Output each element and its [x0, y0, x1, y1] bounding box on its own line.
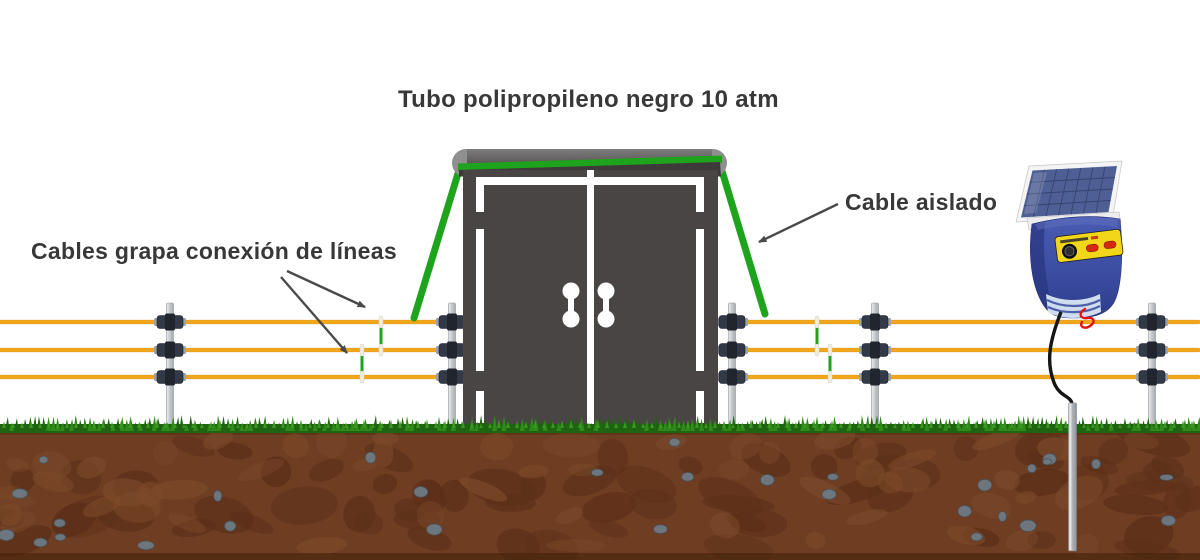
tube-green-cable: [458, 155, 722, 171]
stone: [1019, 519, 1037, 532]
insulator-clamp: [447, 368, 457, 386]
jumper-sleeve: [814, 315, 820, 329]
stone: [0, 529, 15, 541]
earth-cable: [1047, 311, 1074, 405]
solar-panel-grid: [1023, 166, 1115, 217]
indicator-button: [1085, 243, 1099, 253]
insulator-clamp: [165, 368, 175, 386]
stone: [957, 505, 972, 518]
jumper-sleeve: [378, 343, 384, 357]
stone: [1160, 515, 1176, 527]
fence-posts: [154, 302, 1168, 431]
insulator-clamp: [447, 341, 457, 359]
jumper-sleeve: [827, 370, 833, 384]
insulated-cable-right: [715, 157, 769, 318]
insulated-cable-left: [410, 163, 464, 322]
brand-text-strip: [1060, 236, 1089, 244]
line-jumpers: [359, 315, 833, 384]
stone: [1091, 458, 1101, 470]
body-shade: [1030, 222, 1056, 316]
insulator-clamp: [727, 313, 737, 331]
stone: [591, 468, 604, 477]
insulator-clamp: [727, 341, 737, 359]
grapa-arrow-2: [280, 276, 348, 354]
cable-aislado-label: Cable aislado: [845, 189, 998, 215]
ground: [0, 415, 1200, 560]
body-highlight: [1035, 217, 1118, 230]
insulator-clamp: [870, 341, 880, 359]
stone: [997, 510, 1007, 522]
title-label: Tubo polipropileno negro 10 atm: [398, 86, 779, 113]
stone: [224, 520, 237, 532]
stone: [681, 471, 695, 482]
insulator-clamp: [1147, 313, 1157, 331]
stone: [653, 524, 668, 534]
stone: [827, 473, 839, 481]
insulator-clamp: [870, 313, 880, 331]
fence-wire: [716, 374, 1200, 380]
stone: [413, 486, 429, 498]
stone: [970, 532, 983, 542]
stone: [1027, 463, 1037, 474]
cables-grapa-label: Cables grapa conexión de líneas: [31, 238, 397, 264]
stone: [213, 490, 223, 502]
stone: [1159, 473, 1174, 481]
stone: [11, 488, 28, 499]
insulator-clamp: [165, 341, 175, 359]
stone: [137, 540, 155, 551]
indicator-button: [1103, 240, 1117, 249]
fence-wire: [0, 374, 463, 380]
fence-wire: [0, 319, 463, 325]
stone: [760, 474, 775, 486]
jumper-sleeve: [814, 343, 820, 357]
insulator-clamp: [1147, 341, 1157, 359]
jumper-sleeve: [359, 370, 365, 384]
insulator-clamp: [165, 313, 175, 331]
gate-door-trim: [476, 170, 704, 427]
stone: [821, 488, 837, 500]
fence-wire: [0, 347, 463, 353]
fence-wire: [716, 347, 1200, 353]
solar-energizer: [1015, 160, 1124, 405]
stone: [1042, 458, 1052, 466]
stone: [668, 437, 681, 447]
fence-lead-wire: [1079, 307, 1095, 329]
stone: [53, 518, 66, 528]
insulator-clamp: [447, 313, 457, 331]
stone: [364, 451, 377, 464]
jumper-sleeve: [359, 343, 365, 357]
jumper-sleeve: [378, 315, 384, 329]
stone: [54, 533, 66, 542]
control-panel: [1054, 228, 1124, 263]
ground-rod: [1068, 402, 1077, 552]
insulator-clamp: [727, 368, 737, 386]
gate-handles: [562, 282, 615, 328]
gate: [410, 149, 769, 427]
jumper-sleeve: [827, 343, 833, 357]
fence-wire: [716, 319, 1200, 325]
solar-panel: [1015, 160, 1123, 223]
stone: [33, 537, 48, 548]
insulator-clamp: [1147, 368, 1157, 386]
insulator-clamp: [870, 368, 880, 386]
stone: [977, 478, 993, 492]
annotation-arrows: [280, 202, 839, 354]
grapa-arrow-1: [286, 269, 366, 309]
cable-aislado-arrow: [758, 202, 839, 244]
gate-center-divider: [587, 170, 594, 427]
stone: [38, 455, 49, 464]
stone: [426, 523, 443, 536]
